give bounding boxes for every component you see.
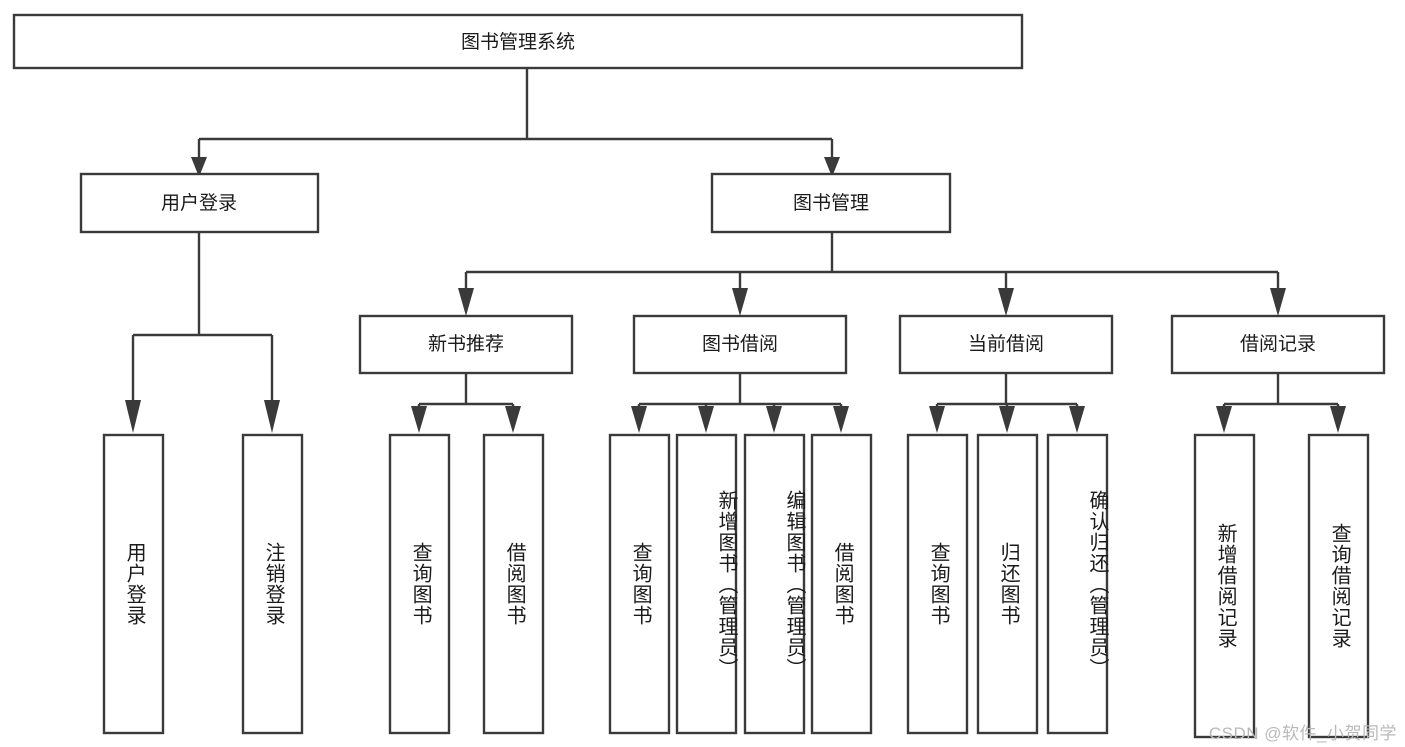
node-leaf-borrow-book-2[interactable] [810,433,873,735]
edge-book-borrow-to-leaves [637,373,843,410]
node-book-manage-label: 图书管理 [793,192,869,214]
arrow-to-leaf-add-book [698,406,714,433]
node-book-borrow-label: 图书借阅 [702,333,778,355]
arrow-to-leaf-user-logout [264,400,280,433]
node-new-book-recommend[interactable] [358,314,574,375]
arrow-to-leaf-query-book-1 [411,406,427,433]
arrow-to-leaf-query-book-3 [929,406,945,433]
node-borrow-record[interactable] [1170,314,1386,375]
node-leaf-user-logout[interactable] [241,433,304,735]
arrow-to-borrow-record [1270,288,1286,316]
node-leaf-query-book-1[interactable] [388,433,451,735]
node-leaf-query-book-3[interactable] [906,433,969,735]
arrow-to-book-borrow [732,288,748,316]
node-user-login[interactable] [79,172,320,234]
edge-book-manage-to-children [464,232,1280,290]
arrow-to-current-borrow [998,288,1014,316]
arrow-to-leaf-user-login [125,400,141,433]
arrow-to-leaf-borrow-book-2 [833,406,849,433]
node-current-borrow-label: 当前借阅 [968,333,1044,355]
edge-user-login-to-children [131,232,274,403]
node-leaf-user-login[interactable] [102,433,165,735]
node-book-borrow[interactable] [632,314,848,375]
arrow-to-book-manage [824,157,840,177]
node-user-login-label: 用户登录 [161,192,237,214]
node-leaf-return-book[interactable] [976,433,1039,735]
edge-borrow-record-to-leaves [1222,373,1340,410]
node-leaf-confirm-return[interactable] [1046,433,1109,735]
arrow-to-leaf-edit-book [766,406,782,433]
node-leaf-query-record[interactable] [1307,433,1370,739]
watermark-text: CSDN @软件_小贺同学 [1208,724,1397,743]
arrow-to-new-book-recommend [458,288,474,316]
node-leaf-edit-book[interactable] [743,433,806,735]
arrow-to-user-login [191,157,207,177]
node-leaf-add-book[interactable] [675,433,738,735]
arrow-to-leaf-query-book-2 [631,406,647,433]
arrow-to-leaf-query-record [1330,406,1346,433]
edge-root-to-bus [197,68,834,160]
node-borrow-record-label: 借阅记录 [1240,333,1316,355]
arrow-to-leaf-borrow-book-1 [505,406,521,433]
node-root-label: 图书管理系统 [461,31,575,53]
node-leaf-add-record[interactable] [1193,433,1256,739]
node-current-borrow[interactable] [898,314,1114,375]
node-root[interactable] [12,13,1024,70]
arrow-to-leaf-confirm-return [1069,406,1085,433]
arrow-to-leaf-return-book [999,406,1015,433]
edge-new-book-recommend-to-leaves [417,373,515,410]
node-book-manage[interactable] [710,172,952,234]
arrow-to-leaf-add-record [1216,406,1232,433]
node-new-book-recommend-label: 新书推荐 [428,333,504,355]
node-leaf-query-book-2[interactable] [608,433,671,735]
node-leaf-borrow-book-1[interactable] [482,433,545,735]
edge-current-borrow-to-leaves [935,373,1079,410]
